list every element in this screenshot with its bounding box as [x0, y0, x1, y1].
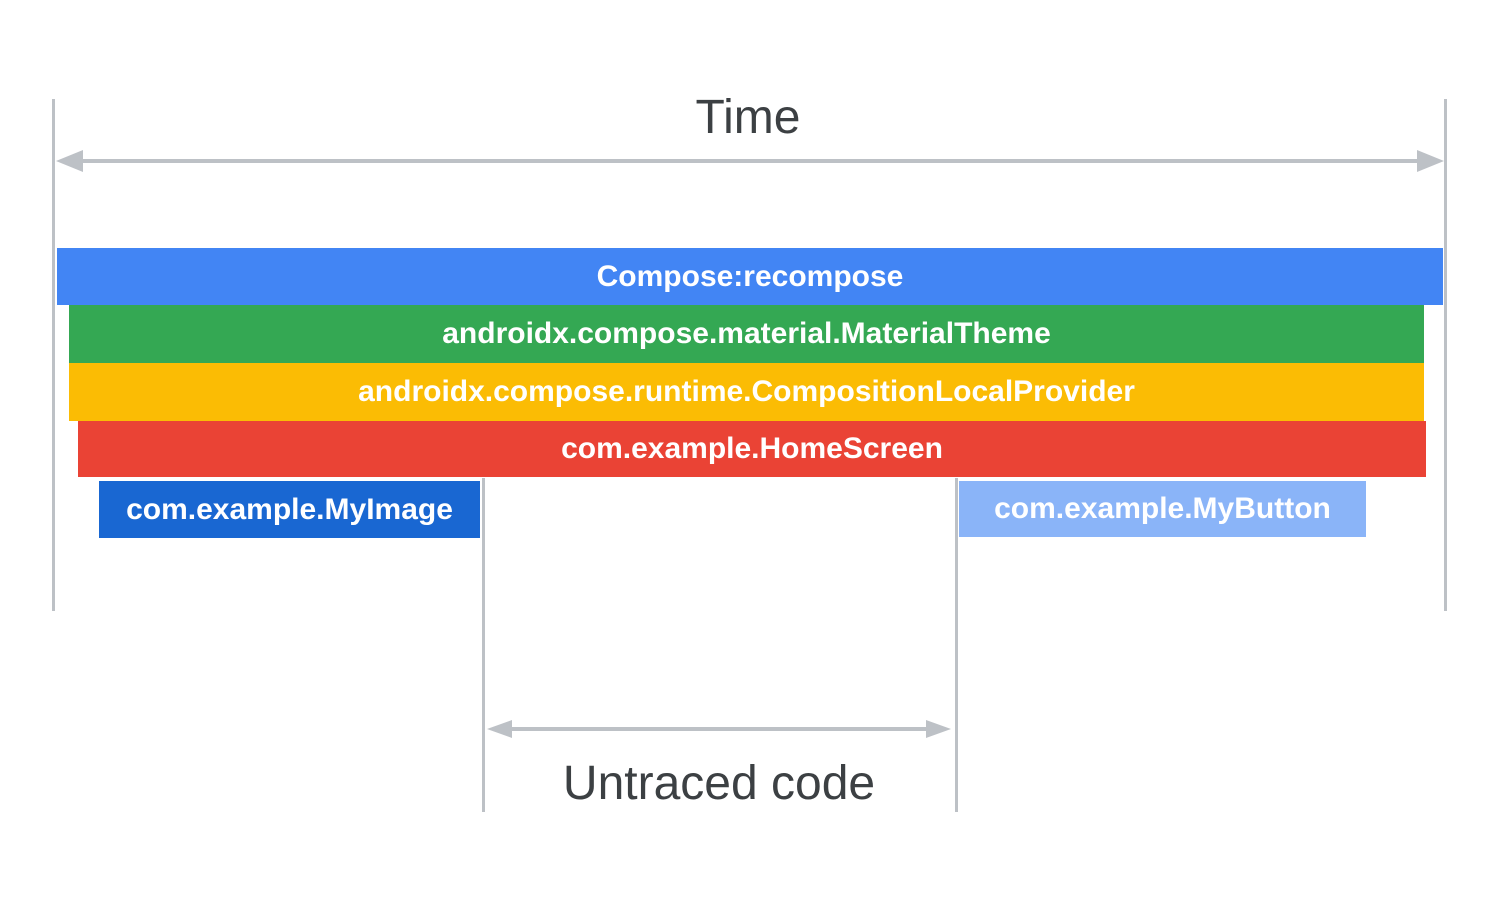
untraced-arrow-left-head-icon [487, 720, 512, 738]
bar-my-image: com.example.MyImage [99, 481, 480, 538]
untraced-span-left-line [482, 478, 485, 812]
time-arrow-shaft [74, 159, 1422, 163]
bar-home-screen: com.example.HomeScreen [78, 421, 1426, 477]
time-span-left-line [52, 99, 55, 611]
time-span-right-line [1444, 99, 1447, 611]
bar-composition-local-provider: androidx.compose.runtime.CompositionLoca… [69, 363, 1424, 421]
untraced-arrow-right-head-icon [926, 720, 951, 738]
bar-compose-recompose-label: Compose:recompose [596, 259, 904, 293]
bar-my-button-label: com.example.MyButton [994, 492, 1331, 525]
bar-home-screen-label: com.example.HomeScreen [561, 432, 943, 465]
time-title: Time [695, 91, 801, 144]
untraced-span-right-line [955, 478, 958, 812]
time-arrow-right-head-icon [1417, 150, 1444, 172]
bar-material-theme: androidx.compose.material.MaterialTheme [69, 305, 1424, 363]
bar-my-image-label: com.example.MyImage [126, 492, 453, 526]
time-arrow-left-head-icon [56, 150, 83, 172]
untraced-code-label: Untraced code [562, 757, 876, 810]
bar-composition-local-provider-label: androidx.compose.runtime.CompositionLoca… [358, 375, 1135, 408]
bar-compose-recompose: Compose:recompose [57, 248, 1443, 305]
bar-material-theme-label: androidx.compose.material.MaterialTheme [442, 317, 1051, 350]
untraced-arrow-shaft [506, 727, 932, 731]
bar-my-button: com.example.MyButton [959, 481, 1366, 537]
